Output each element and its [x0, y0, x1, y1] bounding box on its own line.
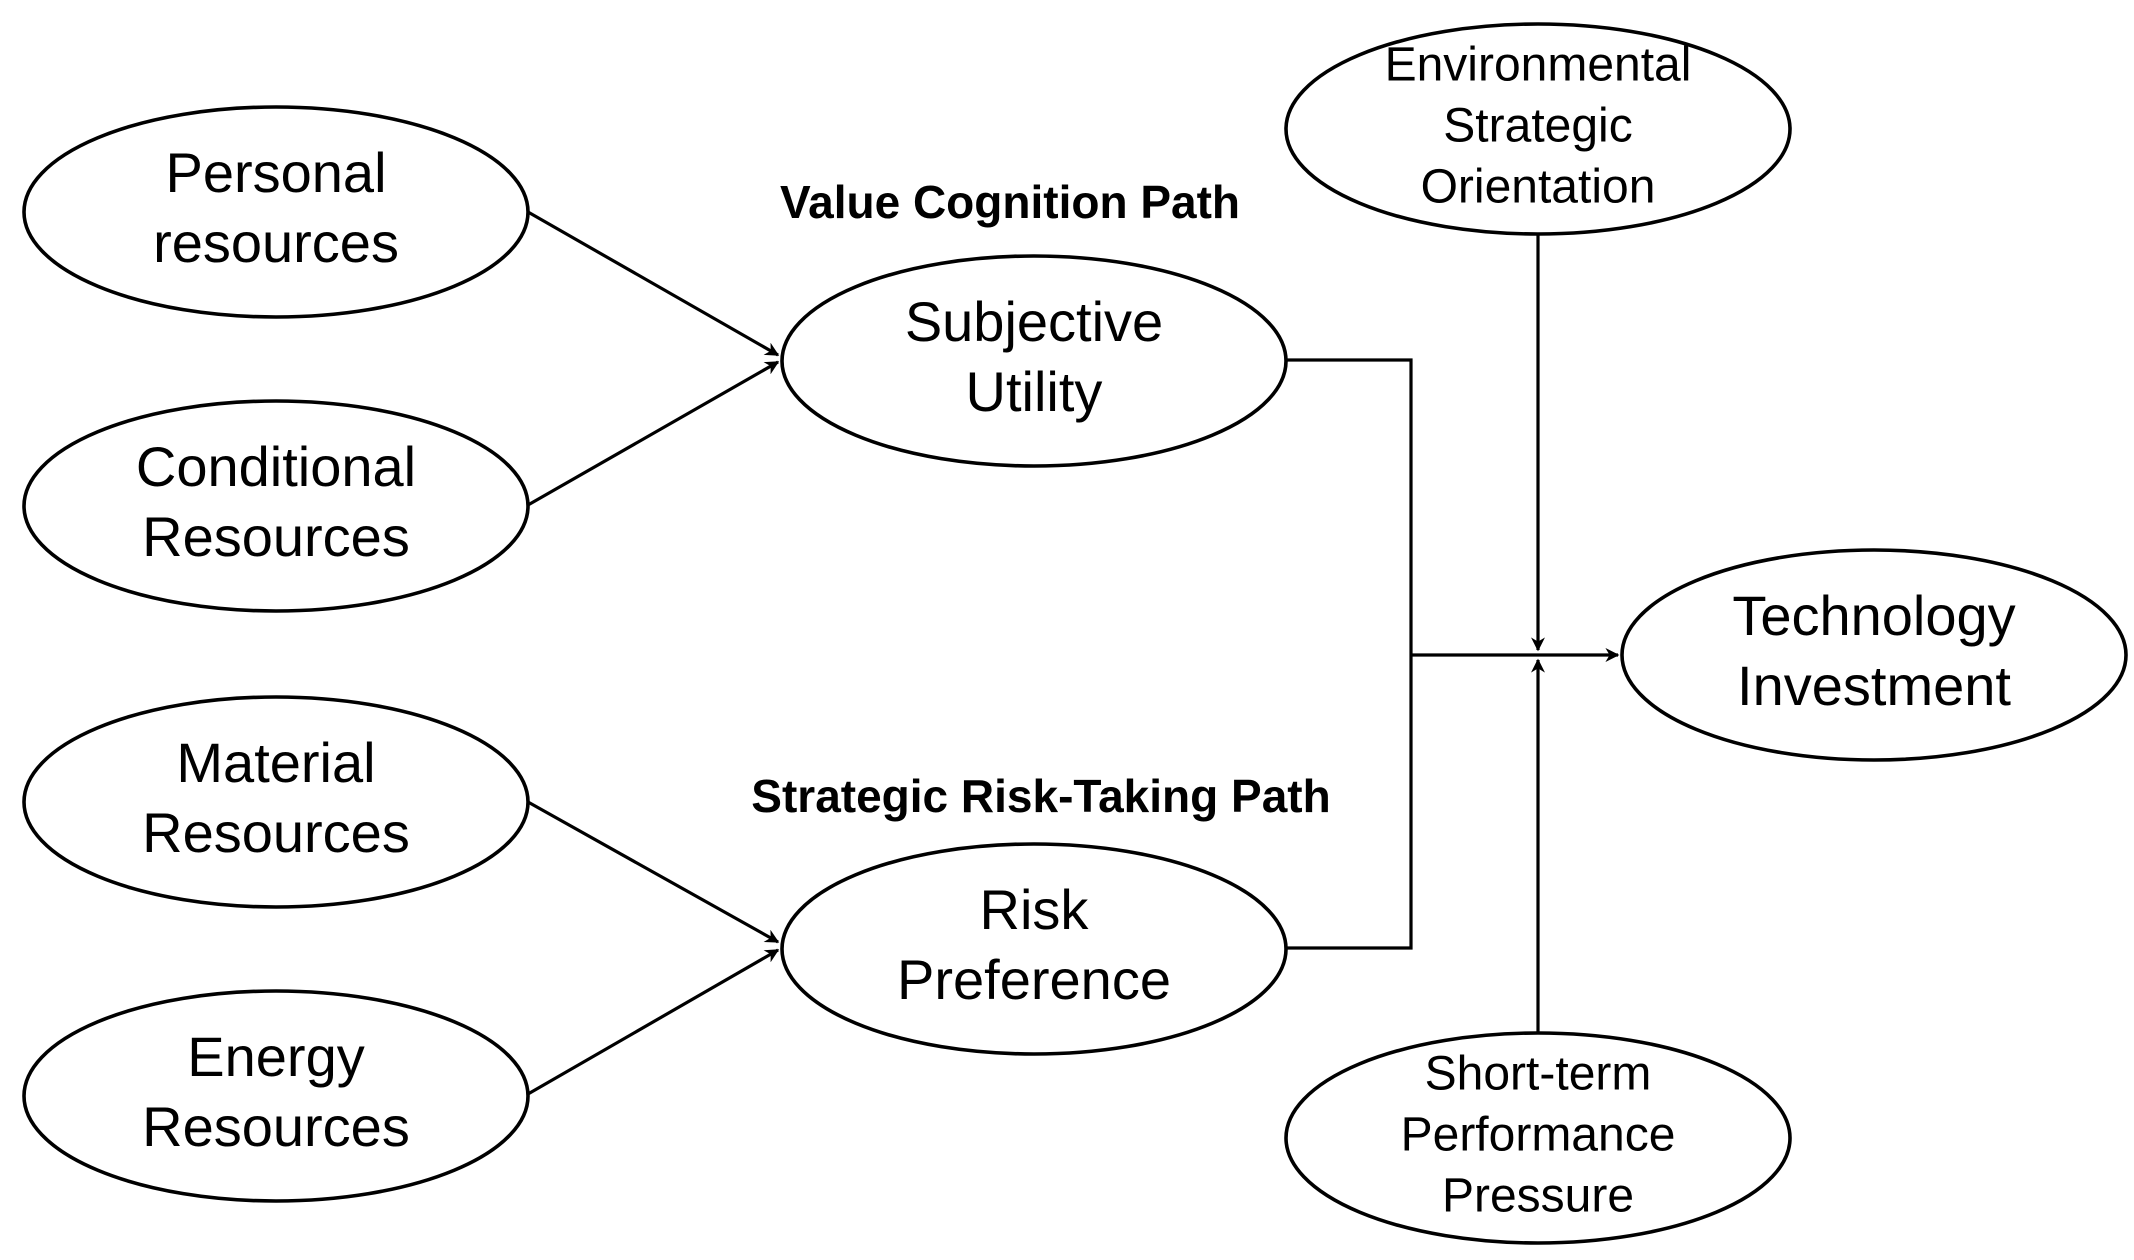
- node-label-line: Personal: [165, 141, 386, 204]
- node-label-line: Short-term: [1425, 1048, 1652, 1101]
- node-label-line: Investment: [1737, 654, 2011, 717]
- edge-personal-to-subjective: [527, 210, 780, 357]
- value-cognition-path-label: Value Cognition Path: [780, 176, 1240, 228]
- node-label-line: resources: [153, 211, 399, 274]
- node-label-line: Technology: [1732, 584, 2015, 647]
- node-label-line: Environmental: [1385, 39, 1692, 92]
- node-label-line: Material: [176, 731, 375, 794]
- node-label-line: Subjective: [905, 290, 1163, 353]
- node-label-line: Strategic: [1443, 100, 1632, 153]
- node-label-line: Resources: [142, 801, 410, 864]
- edges-layer: [527, 210, 1620, 1096]
- node-label-line: Resources: [142, 1095, 410, 1158]
- node-shape: [1284, 22, 1792, 236]
- strategic-risk-taking-path-label: Strategic Risk-Taking Path: [751, 770, 1330, 822]
- node-personal-resources: Personal resources: [22, 105, 530, 319]
- node-shape: [780, 254, 1288, 468]
- node-label-line: Conditional: [136, 435, 416, 498]
- node-shape: [1284, 1031, 1792, 1245]
- node-shape: [22, 695, 530, 909]
- edge-conditional-to-subjective: [527, 360, 780, 507]
- node-shape: [1620, 548, 2128, 762]
- edge-subjective-to-junction: [1285, 358, 1413, 655]
- node-label-line: Energy: [187, 1025, 364, 1088]
- node-label-line: Orientation: [1421, 161, 1656, 214]
- node-label-line: Pressure: [1442, 1170, 1634, 1223]
- edge-risk-to-junction: [1285, 655, 1413, 950]
- node-shape: [22, 989, 530, 1203]
- node-label-line: Resources: [142, 505, 410, 568]
- node-label-line: Preference: [897, 948, 1171, 1011]
- node-shape: [22, 399, 530, 613]
- node-shape: [780, 842, 1288, 1056]
- node-label-line: Risk: [980, 878, 1090, 941]
- node-shape: [22, 105, 530, 319]
- edge-energy-to-risk: [527, 948, 780, 1096]
- node-label-line: Utility: [966, 360, 1103, 423]
- edge-material-to-risk: [527, 800, 780, 944]
- node-label-line: Performance: [1401, 1109, 1676, 1162]
